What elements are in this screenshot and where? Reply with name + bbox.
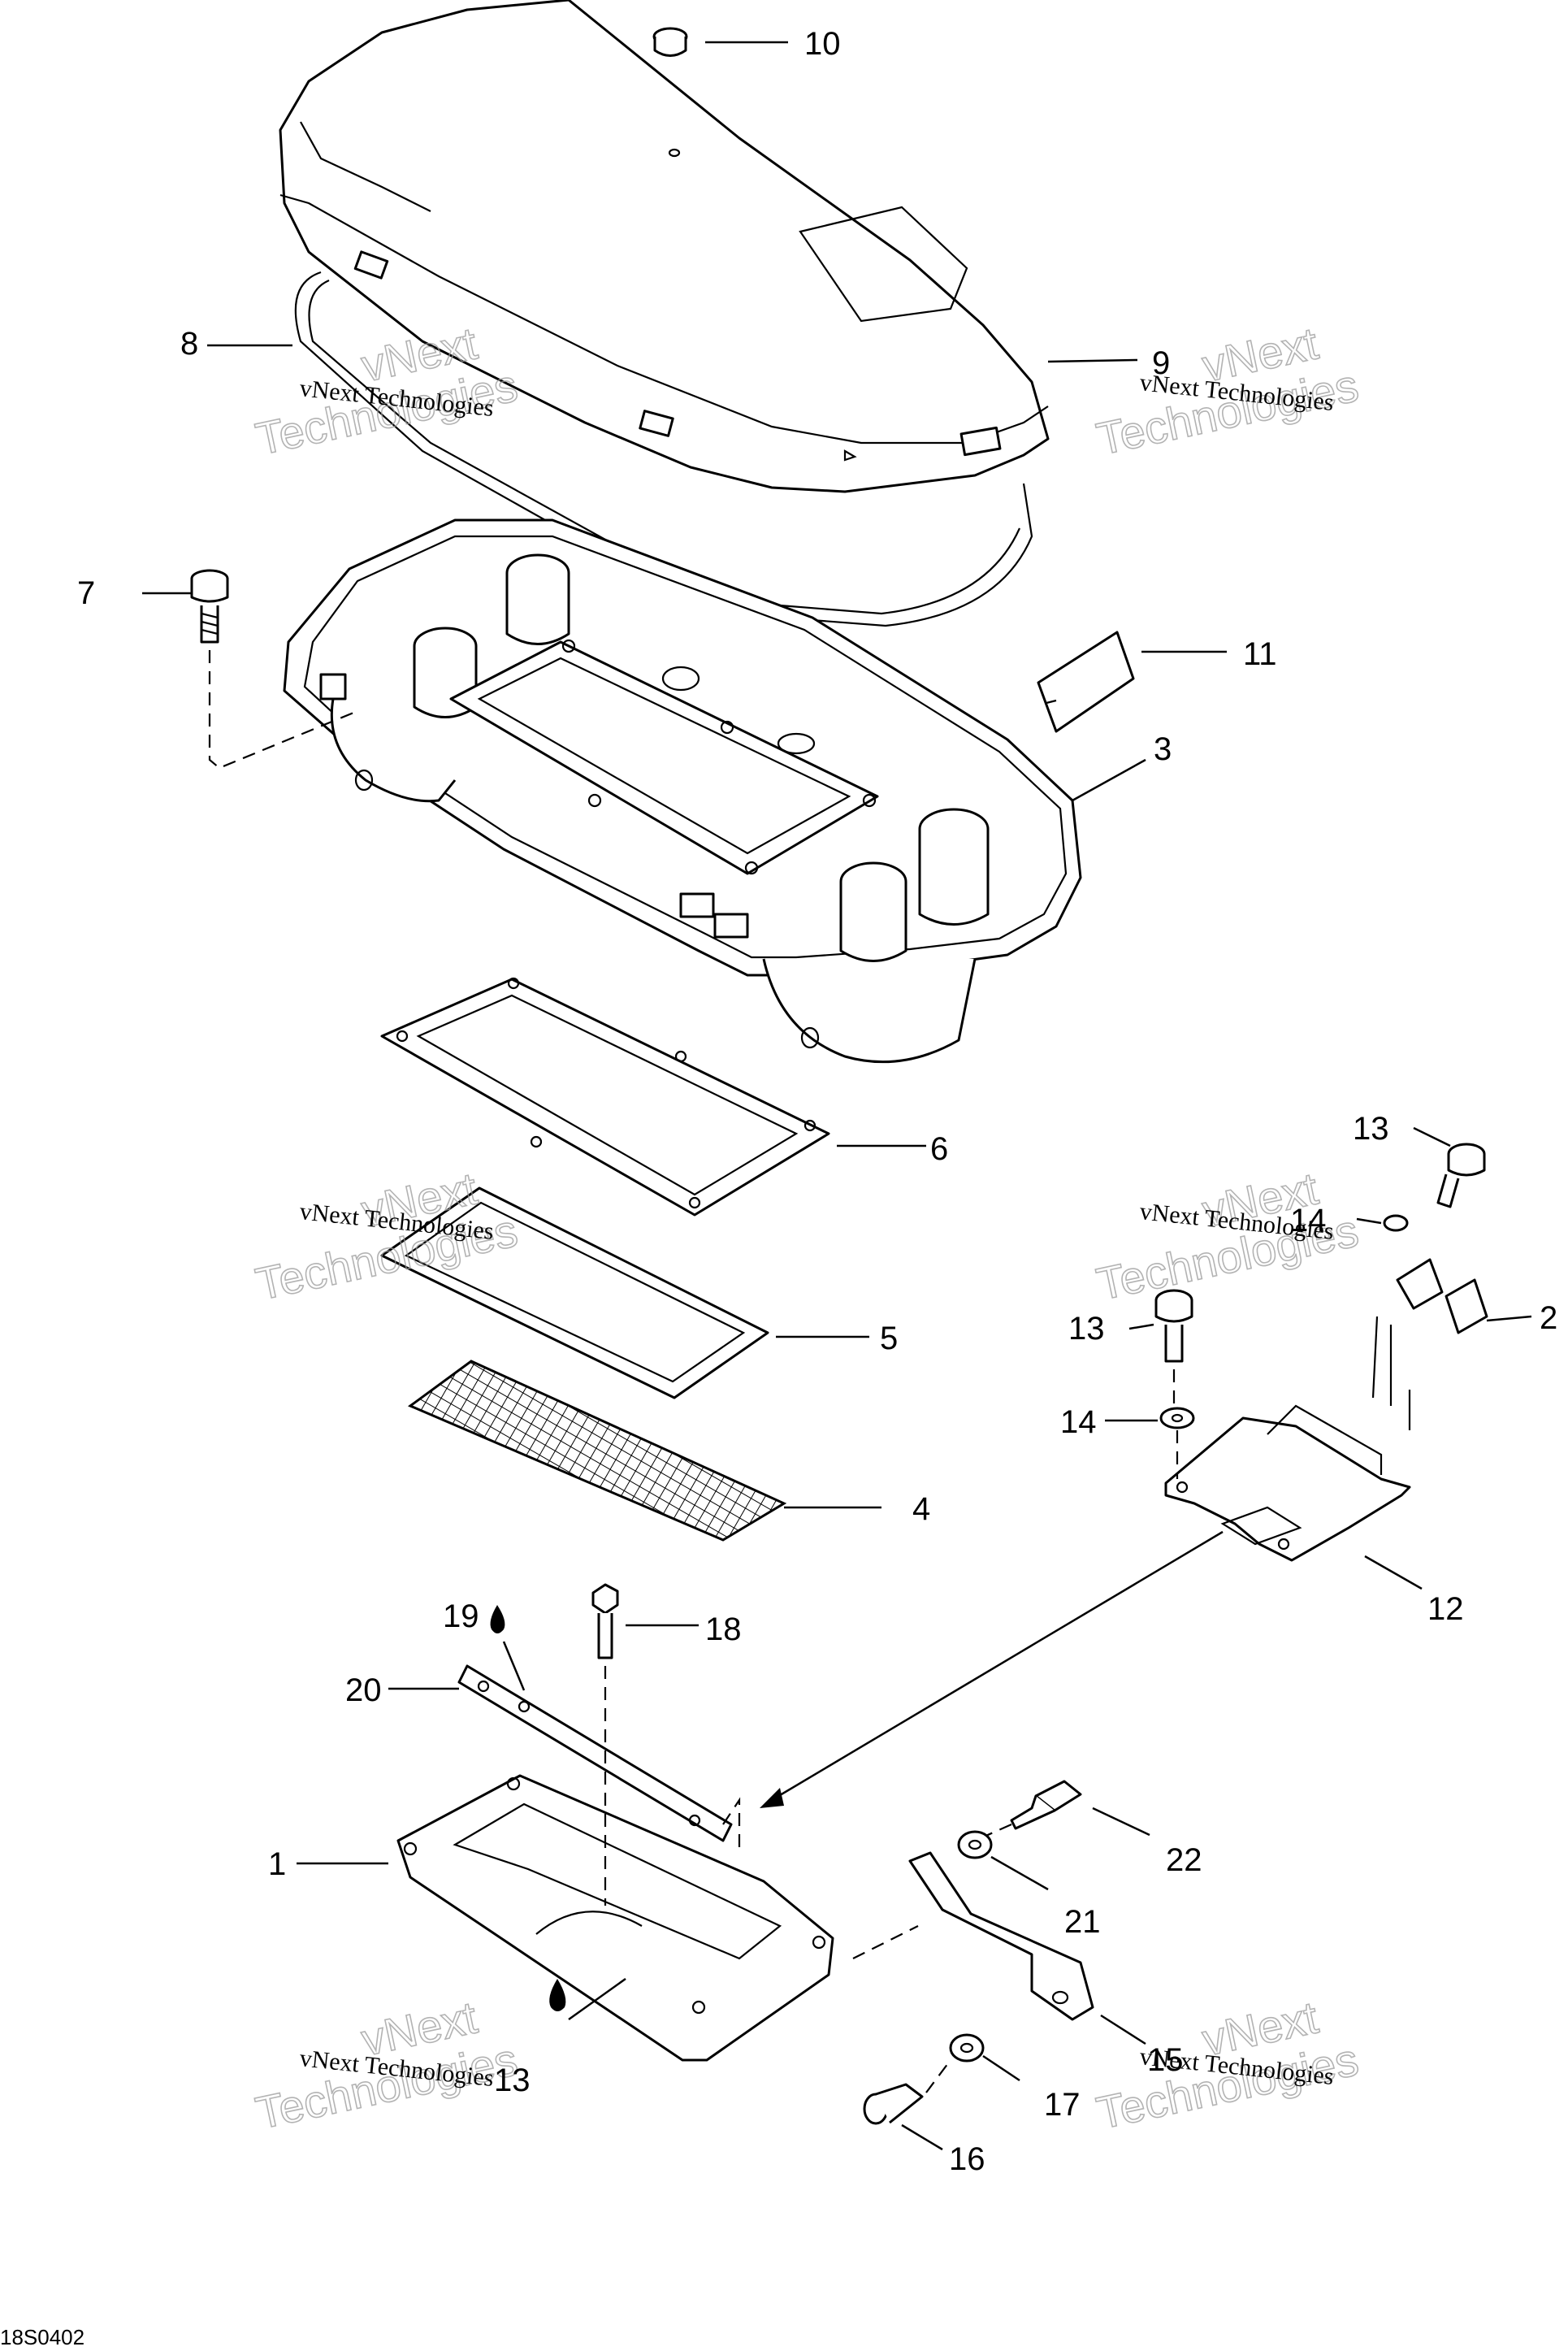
clip-part-11: [1037, 631, 1135, 733]
bolt-part-22: [974, 1780, 1082, 1842]
callout-4: 4: [912, 1491, 930, 1527]
bracket-part-15: [908, 1851, 1094, 2021]
callout-13-lower: 13: [494, 2063, 531, 2098]
bolt-part-18: [591, 1583, 619, 1906]
callout-7: 7: [77, 575, 95, 611]
screw-part-13-upper: [1436, 1143, 1486, 1208]
callout-5: 5: [880, 1321, 898, 1356]
washer-part-14-upper: [1383, 1214, 1409, 1232]
callout-10: 10: [804, 26, 841, 62]
callout-13-middle: 13: [1068, 1311, 1105, 1347]
callout-6: 6: [930, 1131, 948, 1167]
callout-13-upper: 13: [1353, 1111, 1389, 1147]
callout-14-lower: 14: [1060, 1404, 1097, 1440]
plate-part-20: [457, 1664, 733, 1842]
callouts: 10 8 9 7 11 3 6 13 14 2 5 13 14 4 12 19 …: [77, 26, 1557, 2177]
callout-19: 19: [443, 1598, 479, 1634]
callout-22: 22: [1166, 1842, 1202, 1878]
screw-part-7: [190, 569, 358, 770]
callout-8: 8: [180, 326, 198, 362]
callout-11: 11: [1243, 636, 1277, 672]
leader-lines: [142, 41, 1532, 2151]
oil-drop-icon: [549, 1979, 566, 2011]
callout-9: 9: [1152, 345, 1170, 381]
seal-part-8: [294, 271, 1033, 627]
base-part-1: [396, 1774, 834, 2062]
washer-part-14-lower: [1159, 1407, 1195, 1479]
callout-18: 18: [705, 1611, 742, 1647]
callout-2: 2: [1540, 1300, 1557, 1336]
gasket-part-6: [380, 977, 830, 1217]
oil-drop-icon: [490, 1605, 505, 1633]
assembly-arrow: [722, 1530, 1224, 1959]
base-part-3: [283, 518, 1082, 1064]
callout-17: 17: [1044, 2087, 1081, 2123]
drawing-code: 18S0402: [0, 2325, 84, 2349]
callout-21: 21: [1064, 1904, 1101, 1940]
washer-part-17: [949, 2033, 985, 2063]
callout-1: 1: [268, 1846, 286, 1882]
callout-12: 12: [1427, 1591, 1464, 1627]
callout-20: 20: [345, 1672, 382, 1708]
cover-part-9: [279, 0, 1050, 493]
plug-part-10: [652, 27, 688, 57]
screen-part-4: [407, 1360, 787, 1542]
washer-part-21: [957, 1830, 993, 1859]
callout-15: 15: [1147, 2042, 1184, 2078]
callout-16: 16: [949, 2141, 985, 2177]
reed-part-2: [1371, 1258, 1488, 1430]
screw-part-13-middle: [1154, 1289, 1193, 1410]
callout-3: 3: [1154, 731, 1172, 767]
frame-part-5: [380, 1186, 769, 1399]
screw-part-16: [863, 2059, 951, 2125]
callout-14-upper: 14: [1290, 1203, 1327, 1238]
bracket-part-12: [1164, 1404, 1411, 1562]
